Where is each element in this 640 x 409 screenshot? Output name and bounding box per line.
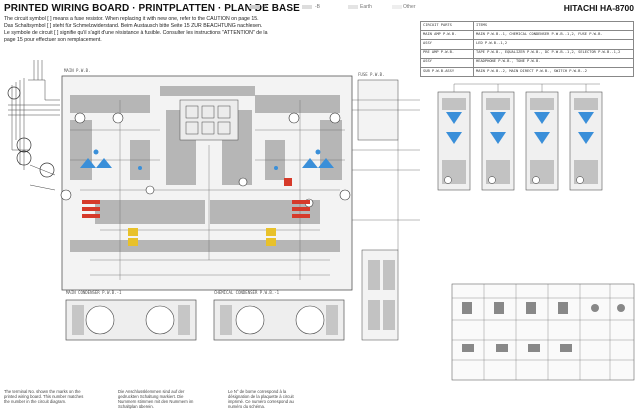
- table-row: MAIN AMP P.W.B.MAIN P.W.B.-1, CHEMICAL C…: [420, 30, 634, 41]
- terminal-circle: [39, 162, 55, 178]
- table-cell: MAIN P.W.B.-1, CHEMICAL CONDENSER P.W.B.…: [473, 30, 634, 41]
- legend-item-1: -B: [262, 4, 267, 10]
- capacitors: [85, 305, 325, 335]
- page-title: PRINTED WIRING BOARD · PRINTPLATTEN · PL…: [4, 3, 300, 14]
- legend-swatch: [392, 5, 402, 9]
- legend-swatch: [348, 5, 358, 9]
- fuse-holders: [368, 260, 395, 330]
- symbol-legend-box: [451, 283, 635, 381]
- power-transistor-block: [179, 99, 239, 141]
- table-cell: MAIN P.W.B.-2, MAIN DIRECT P.W.B., SWITC…: [473, 66, 634, 78]
- led-board-lines: [453, 83, 600, 92]
- led-terminals: [444, 176, 584, 184]
- board-label: MAIN P.W.B.: [64, 68, 91, 73]
- note-fr-1: Le symbole de circuit [ ] signifie qu'il…: [4, 30, 268, 36]
- legend-item-other: Other: [403, 4, 416, 10]
- condenser-board-left: [65, 299, 197, 341]
- board-terminals: [60, 112, 351, 208]
- note-de: Das Schaltsymbol [ ] steht für Schmelzwi…: [4, 23, 263, 29]
- yellow-components: [128, 228, 276, 246]
- table-cell: TAPE P.W.B., EQUALIZER P.W.B., DC P.W.B.…: [473, 48, 634, 59]
- symbol-icons: [462, 302, 625, 352]
- led-board-patterns: [442, 98, 598, 184]
- left-wiring: [8, 60, 60, 191]
- footnote-de: Die Anschlussklemmen sind auf der gedruc…: [118, 389, 194, 409]
- terminal-circle: [7, 86, 21, 100]
- parts-table: CIRCUIT PARTS ITEMS MAIN AMP P.W.B.MAIN …: [420, 20, 634, 78]
- note-en: The circuit symbol [ ] means a fuse resi…: [4, 16, 259, 22]
- note-fr-2: page 15 pour effectuer son remplacement.: [4, 37, 102, 43]
- right-wiring: [352, 99, 420, 250]
- table-row: PRE AMP P.W.B.TAPE P.W.B., EQUALIZER P.W…: [420, 48, 634, 59]
- traces: [70, 100, 345, 280]
- board-label: FUSE P.W.B.: [358, 72, 385, 77]
- footnote-fr: Le N° de borne correspond à la désignati…: [228, 389, 294, 409]
- terminal-circle: [16, 150, 32, 166]
- legend-item-earth: Earth: [360, 4, 372, 10]
- terminal-circle: [16, 137, 32, 153]
- board-label: CHEMICAL CONDENSER P.W.B.-1: [214, 290, 280, 295]
- condenser-board-right: [213, 299, 345, 341]
- led-board-blue-parts: [446, 112, 594, 144]
- symbol-legend-grid: [452, 284, 634, 380]
- footnote-en: The terminal No. shown the marks on the …: [4, 389, 84, 404]
- legend-swatch: [302, 5, 312, 9]
- legend-item-2: -B: [315, 4, 320, 10]
- capacitor-pads: [72, 305, 338, 335]
- red-fuse-resistors: [82, 178, 310, 218]
- blue-components: [80, 149, 334, 170]
- legend-swatch: [250, 5, 260, 9]
- table-cell: LED P.W.B.-1,2: [473, 39, 634, 50]
- model-name: HITACHI HA-8700: [563, 3, 634, 13]
- board-label: MAIN CONDENSER P.W.B.-1: [66, 290, 122, 295]
